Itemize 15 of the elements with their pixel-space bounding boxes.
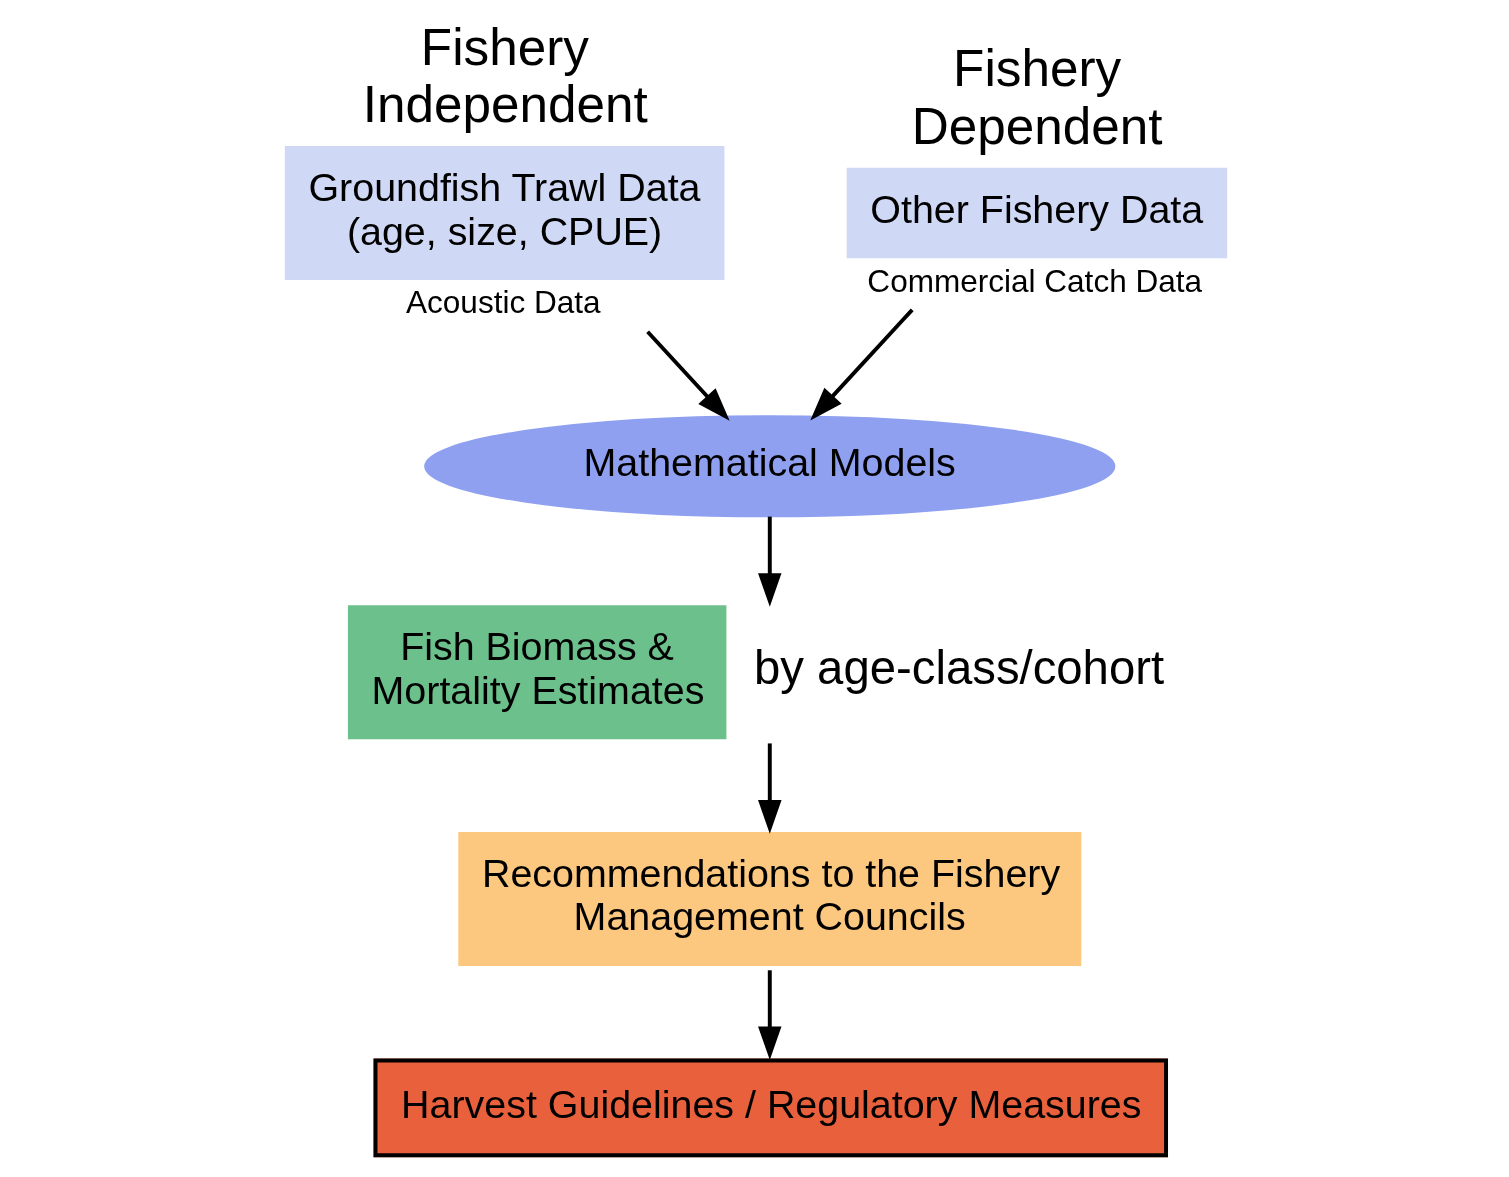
node-box: Groundfish Trawl Data (age, size, CPUE) [284,146,724,281]
node-label: Fishery Independent [362,18,648,133]
arrow [757,743,782,834]
arrow [757,970,782,1061]
node-box: Recommendations to the Fishery Management Councils [457,831,1081,966]
node-box: Other Fishery Data [846,167,1227,259]
arrow [809,308,914,421]
node-box: Fish Biomass & Mortality Estimates [347,605,726,740]
node-label: Acoustic Data [405,284,601,321]
node-ellipse: Mathematical Models [423,415,1115,518]
node-label: by age-class/cohort [753,641,1164,695]
arrow [645,330,730,421]
node-label: Commercial Catch Data [866,262,1202,299]
node-label: Fishery Dependent [911,40,1163,155]
arrow [757,516,782,607]
